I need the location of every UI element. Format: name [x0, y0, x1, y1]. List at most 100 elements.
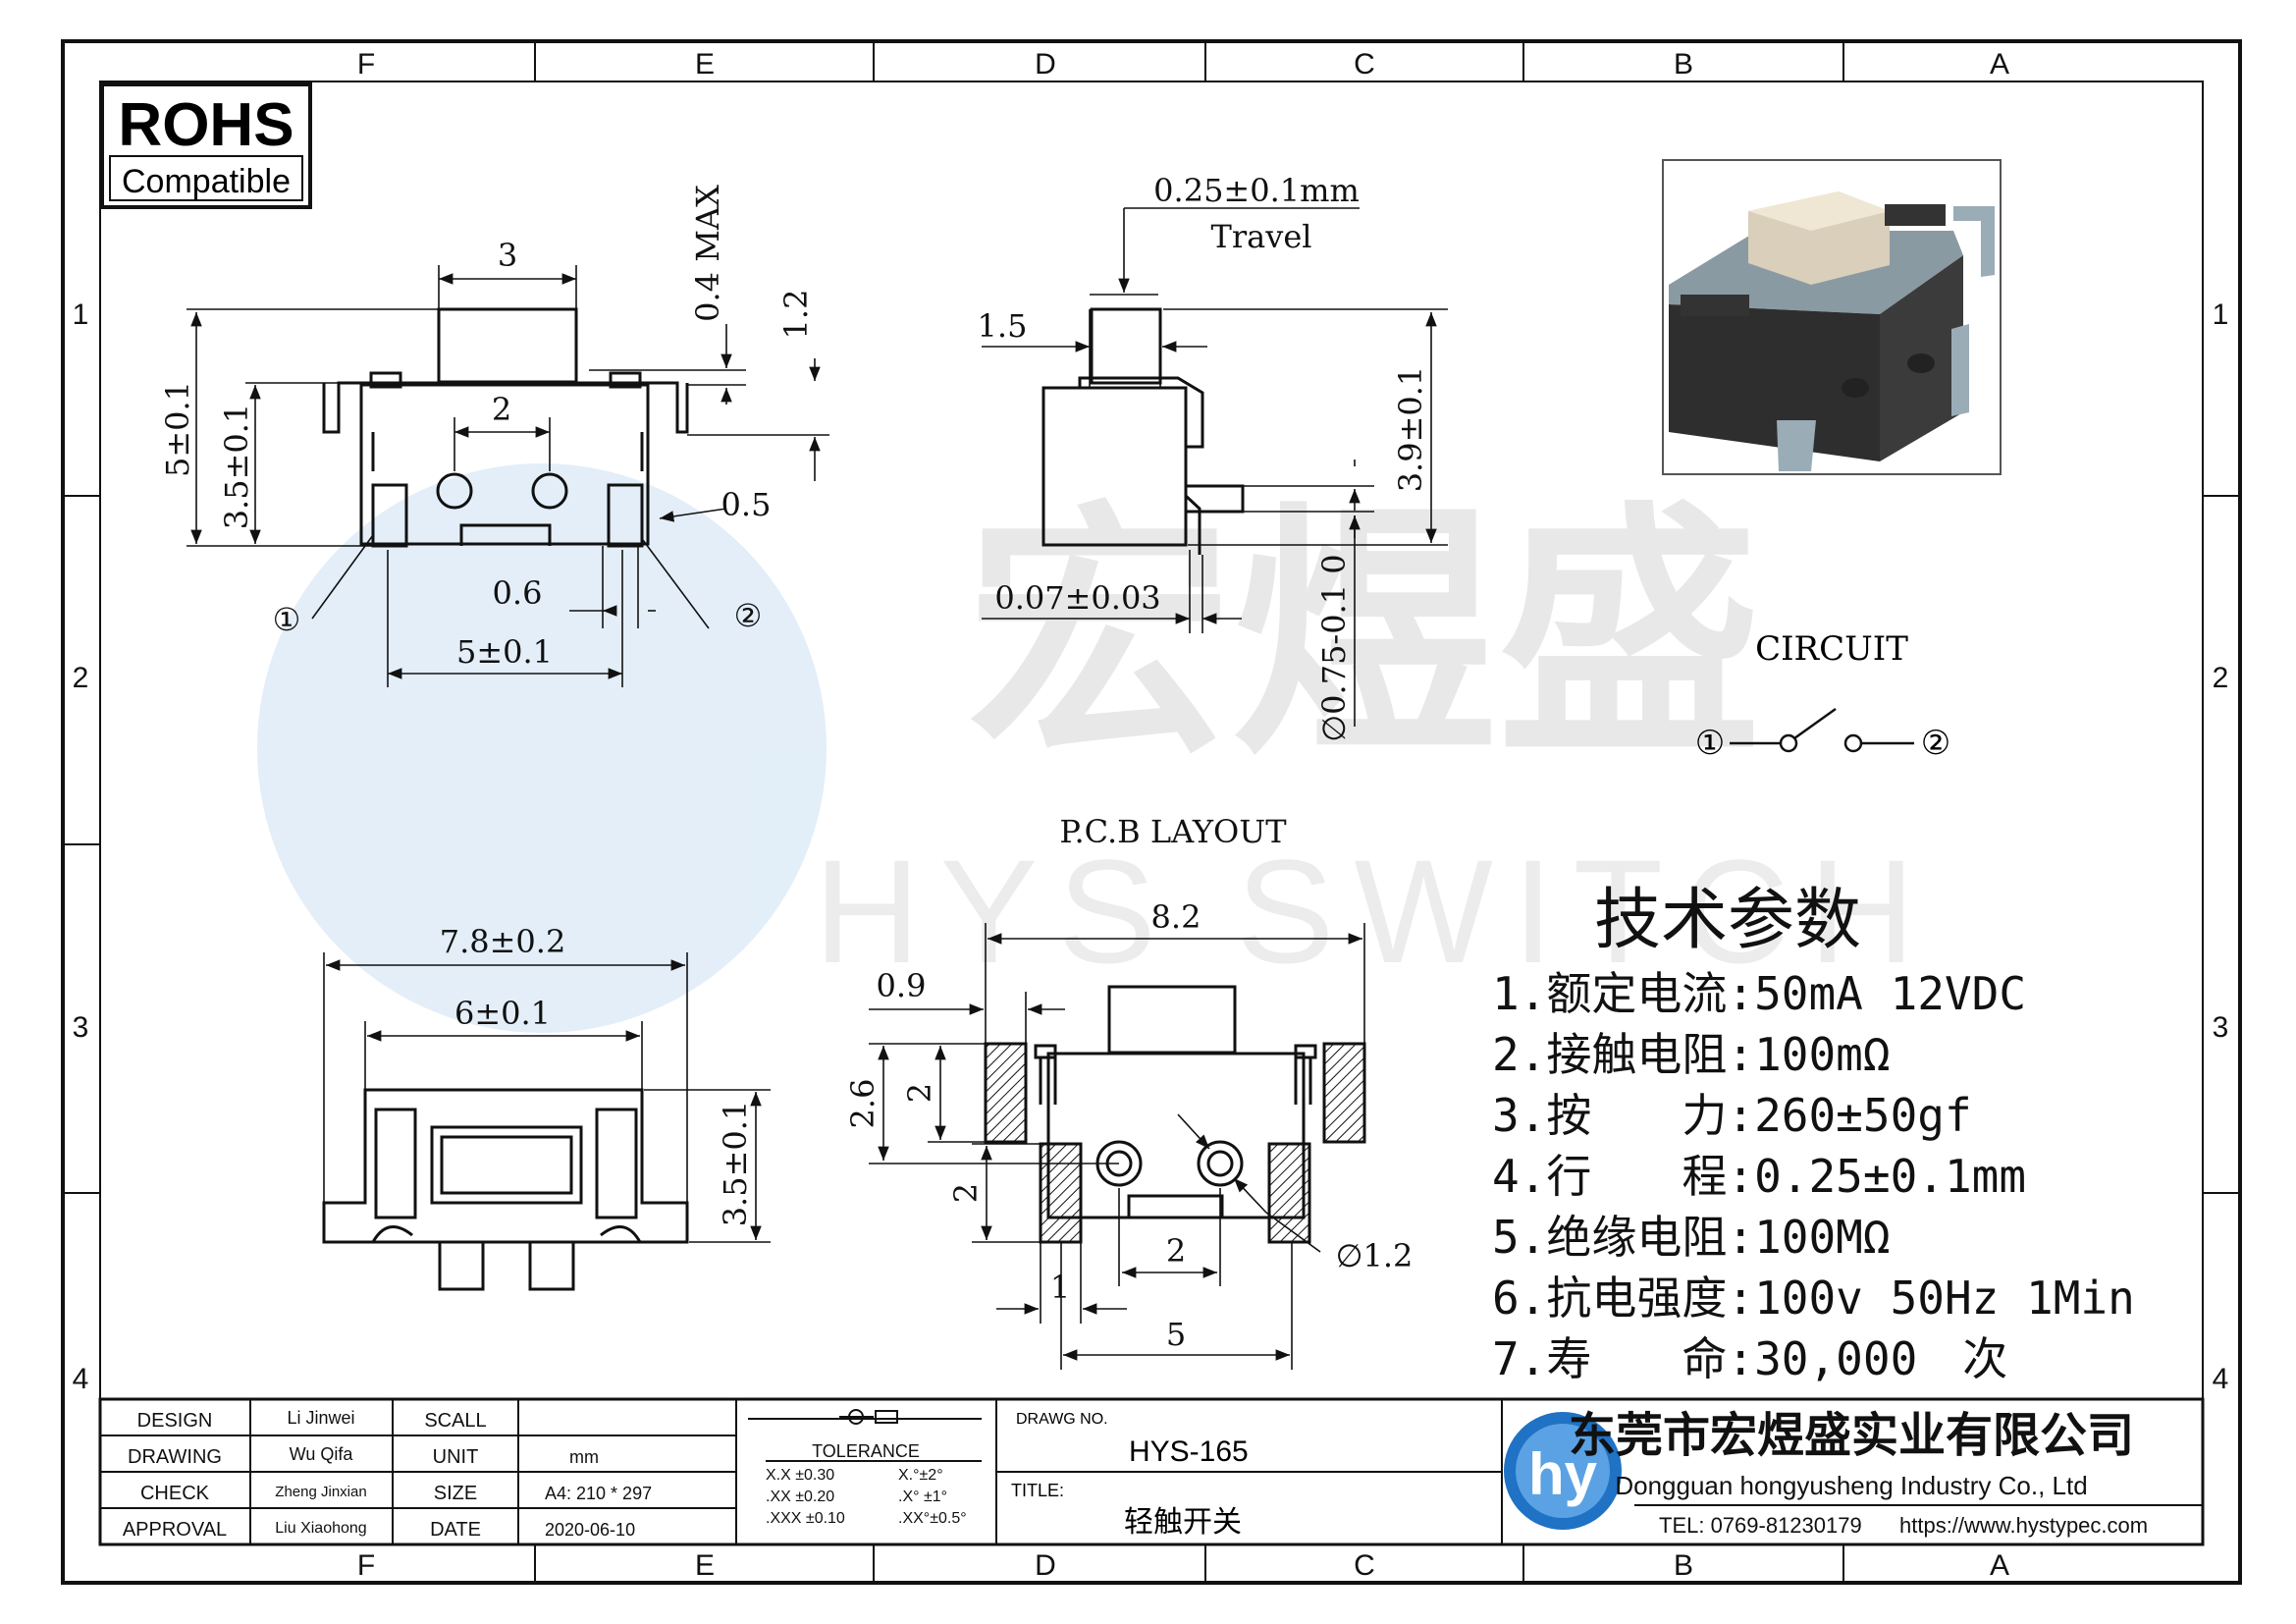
- pcb-layout: [1034, 985, 1317, 1219]
- dim-pcb-hole-spacing: 2: [1166, 1232, 1186, 1270]
- circuit-terminal-2: ②: [1921, 724, 1950, 763]
- tolerance-title: TOLERANCE: [812, 1441, 920, 1461]
- svg-text:3: 3: [2213, 1011, 2229, 1044]
- svg-text:B: B: [1674, 48, 1693, 81]
- dim-actuator-max: 0.4 MAX: [689, 185, 726, 322]
- tb-unit-value: mm: [569, 1447, 599, 1467]
- watermark: 宏煜盛 HYS SWITCH: [257, 463, 1915, 1033]
- dim-bottom: 5±0.1: [456, 633, 553, 671]
- rohs-subtitle: Compatible: [122, 163, 291, 200]
- front-view-labels: 3 2 5±0.1 3.5±0.1 0.4 MAX 1.2 0.5 0.6 5±…: [159, 185, 815, 671]
- dim-pcb-2a: 2: [901, 1083, 938, 1103]
- title-block: DESIGN DRAWING CHECK APPROVAL Li Jinwei …: [98, 1397, 2205, 1546]
- dim-right-gap: 0.5: [721, 486, 772, 523]
- dim-pcb-1: 1: [1050, 1269, 1070, 1306]
- dim-pcb-5: 5: [1166, 1316, 1186, 1353]
- specs-title: 技术参数: [1594, 882, 1861, 959]
- dim-pin-spacing: 2: [492, 391, 511, 428]
- side-view-labels: 0.25±0.1mm Travel 1.5 3.9±0.1 0.07±0.03 …: [978, 172, 1429, 742]
- terminal-2-label: ②: [734, 597, 763, 634]
- tb-drawing-name: Wu Qifa: [290, 1444, 354, 1464]
- dim-pcb-hole: ∅1.2: [1336, 1237, 1414, 1274]
- company-tel: TEL: 0769-81230179: [1659, 1513, 1862, 1538]
- dim-height-total: 5±0.1: [159, 381, 196, 477]
- spec-item: 7.寿 命:30,000 次: [1492, 1332, 2007, 1385]
- svg-text:A: A: [1990, 48, 2009, 81]
- tb-design-name: Li Jinwei: [287, 1408, 354, 1428]
- svg-text:1: 1: [73, 298, 89, 331]
- travel-value: 0.25±0.1mm: [1153, 172, 1360, 209]
- svg-text:C: C: [1354, 48, 1375, 81]
- circuit-diagram: CIRCUIT ① ②: [1695, 629, 1950, 763]
- bottom-view-labels: 7.8±0.2 6±0.1 3.5±0.1: [440, 923, 754, 1226]
- tolerance-line: X.°±2°: [898, 1467, 943, 1484]
- dim-pcb-pad-width: 0.9: [877, 967, 927, 1004]
- dim-pcb-total: 8.2: [1151, 898, 1201, 936]
- tolerance-box: TOLERANCE X.X ±0.30 X.°±2° .XX ±0.20 .X°…: [766, 1409, 967, 1527]
- dim-bottom-body-width: 6±0.1: [454, 995, 551, 1032]
- dim-side-width: 1.5: [978, 307, 1028, 345]
- company-name-cn: 东莞市宏煜盛实业有限公司: [1569, 1408, 2134, 1463]
- tolerance-line: .XX ±0.20: [766, 1489, 834, 1505]
- tb-unit-label: UNIT: [433, 1446, 479, 1468]
- svg-text:2: 2: [2213, 662, 2229, 694]
- tb-check-label: CHECK: [140, 1483, 210, 1504]
- spec-item: 6.抗电强度:100v 50Hz 1Min: [1492, 1272, 2135, 1325]
- svg-text:E: E: [695, 48, 715, 81]
- dim-height-body: 3.5±0.1: [218, 404, 255, 530]
- travel-label: Travel: [1211, 218, 1312, 255]
- svg-text:F: F: [357, 48, 375, 81]
- svg-text:D: D: [1035, 1549, 1056, 1582]
- dim-side-post: ∅0.75-0.1 0: [1315, 554, 1353, 741]
- dim-bottom-total-width: 7.8±0.2: [440, 923, 566, 960]
- circuit-title: CIRCUIT: [1755, 629, 1908, 669]
- dim-pcb-2b: 2: [947, 1183, 985, 1203]
- svg-text:A: A: [1990, 1549, 2009, 1582]
- svg-text:B: B: [1674, 1549, 1693, 1582]
- pcb-dims: [869, 923, 1365, 1370]
- side-view-dims: [982, 207, 1448, 727]
- tb-date-value: 2020-06-10: [545, 1520, 635, 1540]
- tb-size-value: A4: 210 * 297: [545, 1484, 652, 1503]
- spec-item: 3.按 力:260±50gf: [1492, 1089, 1972, 1142]
- zone-letters: F E D C B A F E D C B A 1 2 3 4 1 2 3 4: [73, 48, 2229, 1582]
- svg-text:E: E: [695, 1549, 715, 1582]
- front-view-dims: [187, 265, 829, 687]
- drawing-title: 轻触开关: [1124, 1505, 1242, 1540]
- outer-frame: [61, 39, 2242, 1585]
- watermark-cn: 宏煜盛: [967, 480, 1762, 789]
- svg-text:2: 2: [73, 662, 89, 694]
- dim-actuator-height: 1.2: [777, 290, 815, 340]
- tolerance-line: .X° ±1°: [898, 1489, 947, 1505]
- spec-item: 5.绝缘电阻:100MΩ: [1492, 1211, 1891, 1264]
- drawg-no-label: DRAWG NO.: [1016, 1411, 1108, 1428]
- title-label: TITLE:: [1011, 1481, 1064, 1500]
- svg-text:hy: hy: [1528, 1441, 1598, 1507]
- tolerance-line: .XXX ±0.10: [766, 1510, 845, 1527]
- tb-date-label: DATE: [430, 1519, 481, 1541]
- dim-side-height: 3.9±0.1: [1392, 366, 1429, 493]
- front-view: [322, 307, 689, 548]
- tolerance-line: .XX°±0.5°: [898, 1510, 967, 1527]
- dim-bottom-height: 3.5±0.1: [717, 1101, 754, 1227]
- tb-approval-name: Liu Xiaohong: [275, 1520, 366, 1537]
- side-view: [1041, 307, 1245, 555]
- tech-specs: 技术参数 1.额定电流:50mA 12VDC 2.接触电阻:100mΩ 3.按 …: [1492, 882, 2135, 1385]
- svg-text:F: F: [357, 1549, 375, 1582]
- svg-text:4: 4: [2213, 1363, 2229, 1395]
- rohs-title: ROHS: [118, 91, 294, 159]
- tb-scall-label: SCALL: [424, 1410, 486, 1432]
- tb-approval-label: APPROVAL: [123, 1519, 227, 1541]
- tb-check-name: Zheng Jinxian: [275, 1484, 366, 1500]
- pcb-title: P.C.B LAYOUT: [1059, 813, 1287, 850]
- svg-text:3: 3: [73, 1011, 89, 1044]
- rohs-badge: ROHS Compatible: [100, 82, 312, 209]
- bottom-view: [322, 1088, 689, 1291]
- tb-size-label: SIZE: [434, 1483, 477, 1504]
- dim-pcb-2-6: 2.6: [844, 1079, 881, 1129]
- drawg-no: HYS-165: [1129, 1435, 1249, 1468]
- svg-text:1: 1: [2213, 298, 2229, 331]
- spec-item: 2.接触电阻:100mΩ: [1492, 1028, 1891, 1081]
- dim-pad: 0.6: [493, 574, 543, 612]
